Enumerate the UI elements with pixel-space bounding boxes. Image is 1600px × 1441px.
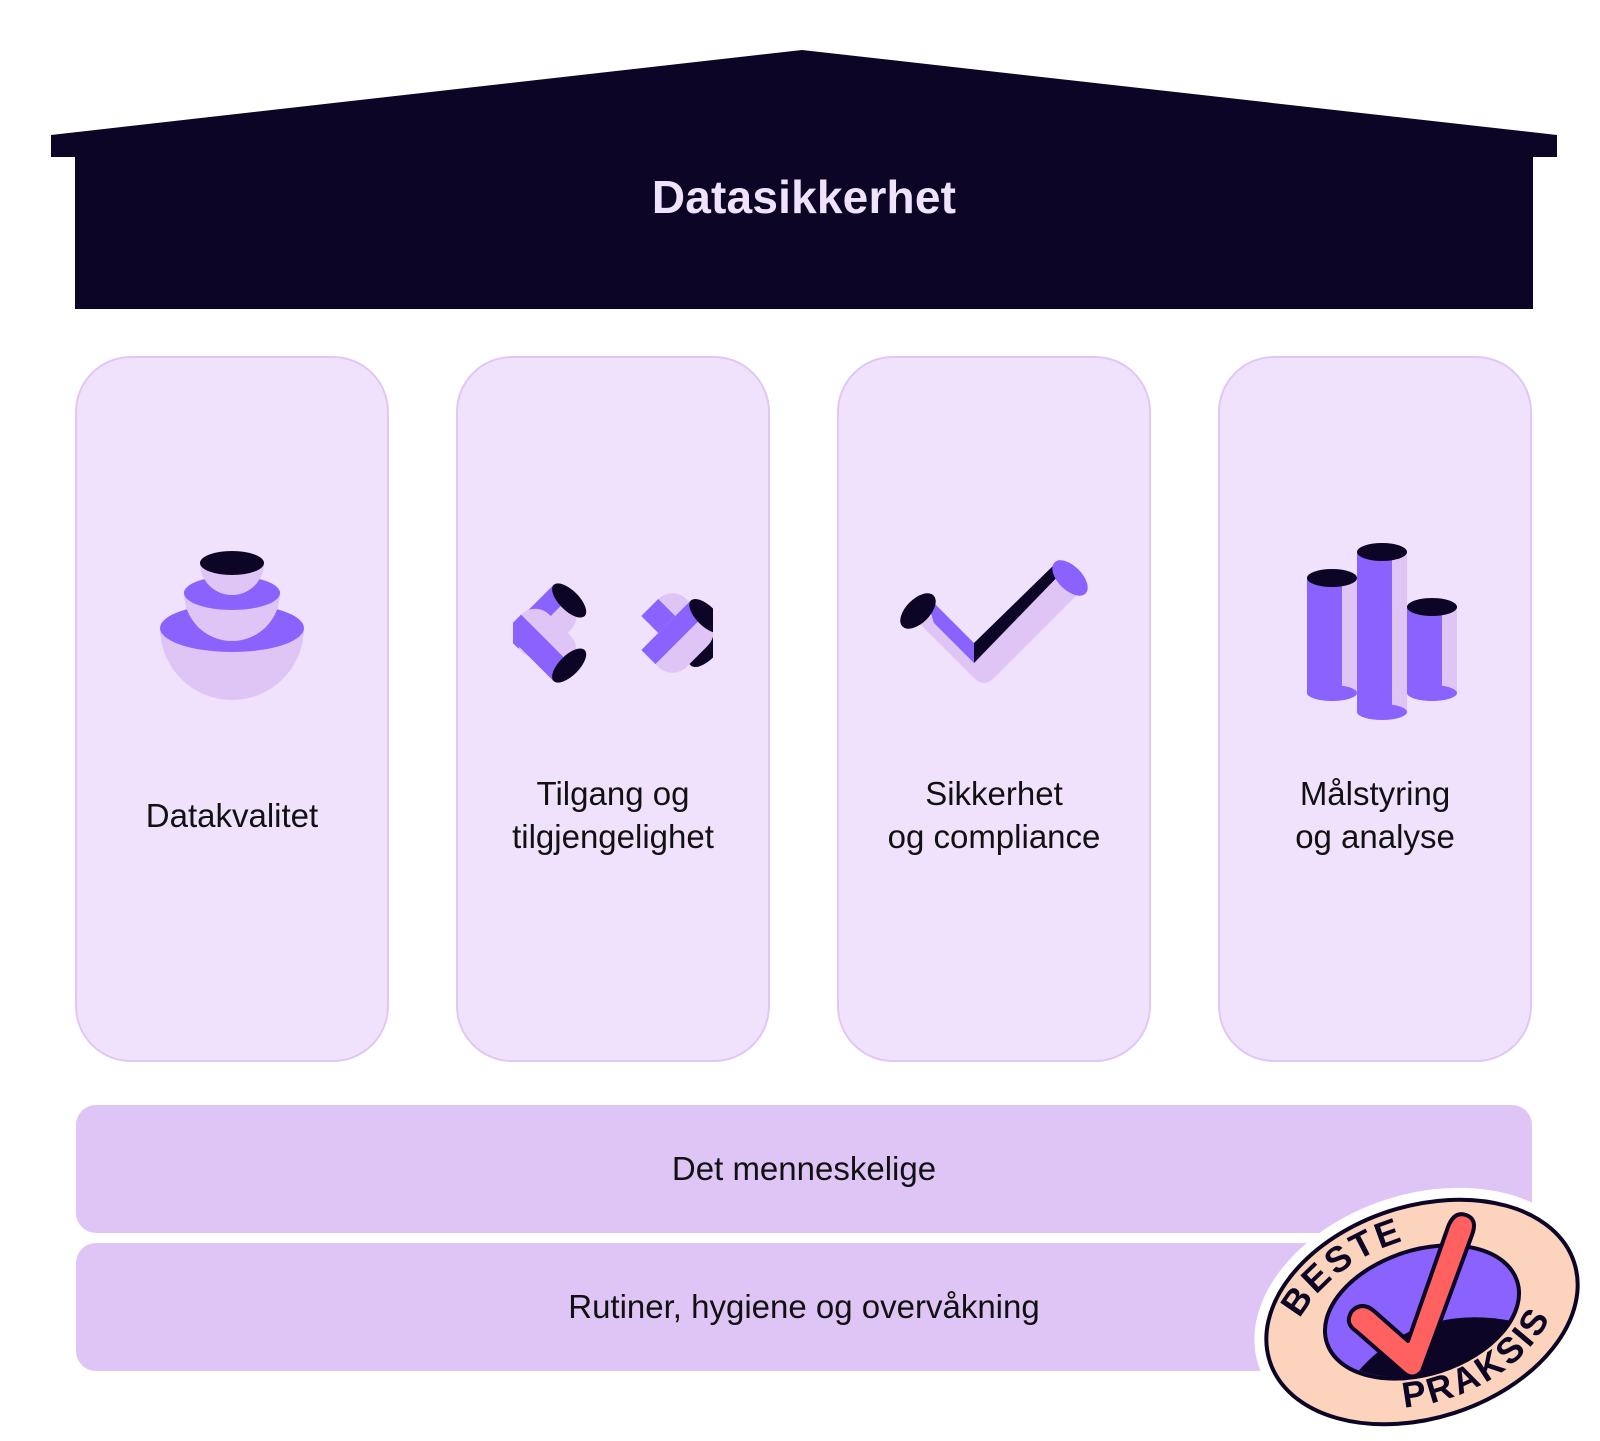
bar-cylinders-icon [1307,543,1457,720]
checkmark-icon [900,560,1088,683]
foundation-menneskelige: Det menneskelige [76,1105,1532,1233]
pillar-datakvalitet: Datakvalitet [75,356,389,1062]
stacked-bowls-icon [160,551,304,700]
pillar-label: Tilgang og tilgjengelighet [512,775,714,855]
diamond-cylinders-icon [513,583,713,683]
pillar-sikkerhet: Sikkerhet og compliance [837,356,1151,1062]
pillar-label: Sikkerhet og compliance [887,775,1101,855]
roof [51,50,1557,309]
page-title: Datasikkerhet [651,171,957,223]
beste-praksis-badge: BESTE PRAKSIS [1254,1187,1590,1437]
pillar-malstyring: Målstyring og analyse [1218,356,1532,1062]
roof-shape [51,50,1557,309]
pillar-label: Datakvalitet [145,797,319,834]
pillar-label: Målstyring og analyse [1295,775,1455,855]
checkmark-badge-icon [1346,1212,1476,1379]
pillar-tilgang: Tilgang og tilgjengelighet [456,356,770,1062]
